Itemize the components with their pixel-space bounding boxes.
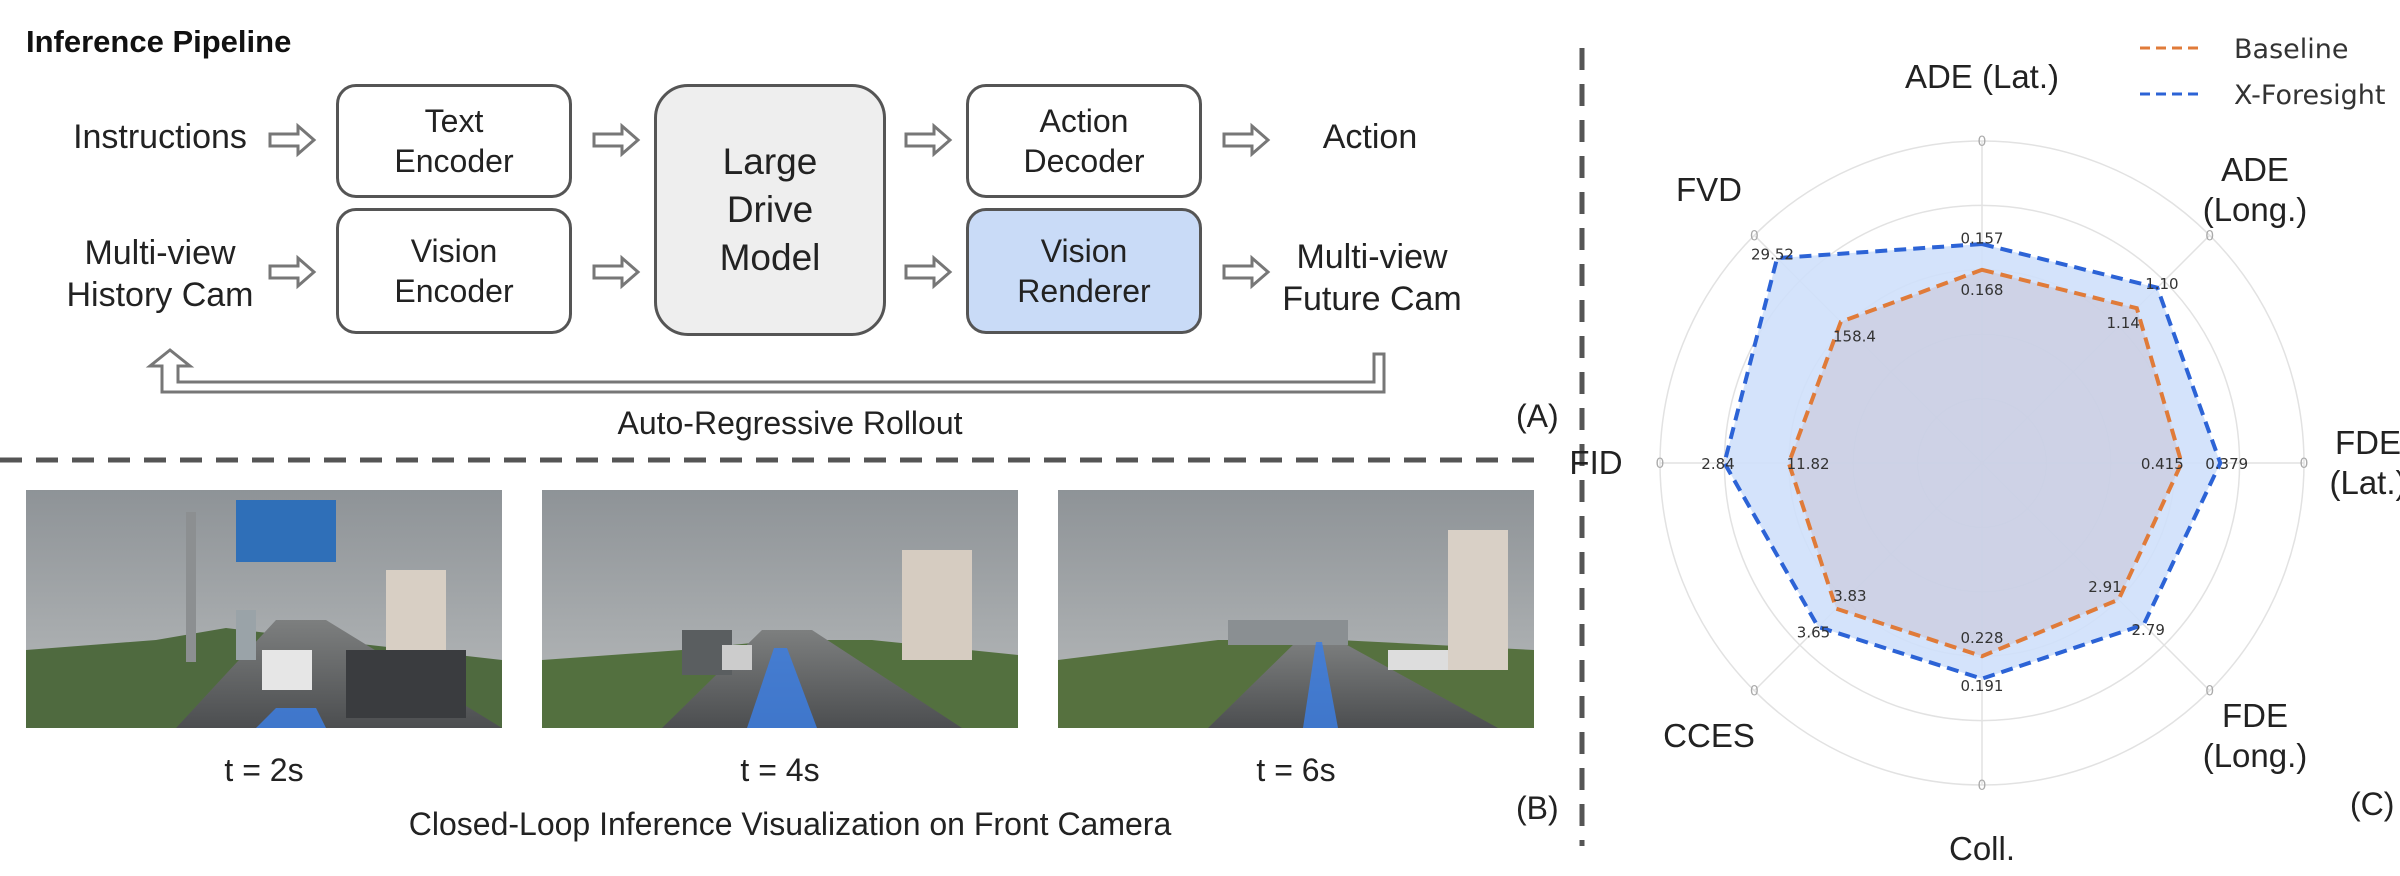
axis-label-4: FDE (Long.): [2202, 697, 2308, 774]
legend-label-xforesight: X-Foresight: [2234, 80, 2386, 111]
axis-tick-label-4: 0: [2205, 684, 2214, 700]
value-label-xforesight-6: 3.65: [1797, 624, 1830, 642]
value-label-xforesight-7: 2.84: [1701, 455, 1734, 473]
value-label-xforesight-1: 0.157: [1961, 230, 2004, 248]
arrow-model-to-renderer: [904, 254, 953, 290]
value-label-baseline-5: 0.228: [1961, 629, 2004, 647]
value-label-baseline-7: 11.82: [1787, 455, 1830, 473]
output-action: Action: [1322, 118, 1418, 156]
value-label-xforesight-4: 2.79: [2131, 621, 2164, 639]
axis-tick-label-6: 0: [1750, 684, 1759, 700]
axis-tick-label-5: 0: [1978, 778, 1987, 794]
axis-label-3: FDE (Lat.): [2329, 424, 2400, 501]
arrow-decoder-to-action: [1222, 122, 1271, 158]
input-instructions: Instructions: [73, 118, 247, 156]
text-encoder-box: Text Encoder: [336, 84, 572, 198]
axis-tick-label-2: 0: [2205, 228, 2214, 244]
legend-label-baseline: Baseline: [2234, 34, 2348, 65]
action-decoder-box: Action Decoder: [966, 84, 1202, 198]
series-area-baseline: [1788, 269, 2182, 657]
value-label-baseline-8: 158.4: [1833, 328, 1876, 346]
arrow-vision-to-model: [592, 254, 641, 290]
panel-c-tag: (C): [2350, 786, 2395, 822]
arrow-model-to-action: [904, 122, 953, 158]
value-label-xforesight-8: 29.52: [1751, 246, 1794, 264]
arrow-history-to-vision: [268, 254, 317, 290]
value-label-baseline-1: 0.168: [1961, 281, 2004, 299]
value-label-xforesight-5: 0.191: [1961, 677, 2004, 695]
rollout-label: Auto-Regressive Rollout: [617, 405, 963, 441]
value-label-baseline-3: 0.415: [2141, 455, 2184, 473]
axis-tick-label-8: 0: [1750, 228, 1759, 244]
frame-caption-1: t = 2s: [224, 752, 304, 788]
panel-a-tag: (A): [1516, 398, 1559, 434]
axis-label-7: FID: [1569, 444, 1623, 481]
flow-arrows: [145, 122, 1386, 394]
frame-photo-3: [1058, 490, 1534, 728]
radar-chart: 0.168 1.14 0.415 2.91 0.228 3.83 11.82 158.4 0.1…: [1656, 134, 2309, 794]
frame-photo-1: [26, 490, 502, 728]
axis-label-5: Coll.: [1948, 830, 2016, 867]
axis-tick-label-7: 0: [1656, 456, 1665, 472]
rollout-loop-arrow: [145, 348, 1386, 394]
arrow-text-to-model: [592, 122, 641, 158]
series-line-baseline: [1786, 267, 2184, 659]
value-label-xforesight-2: 1.10: [2145, 275, 2178, 293]
value-label-baseline-2: 1.14: [2106, 314, 2139, 332]
value-label-baseline-6: 3.83: [1833, 587, 1866, 605]
value-label-baseline-4: 2.91: [2088, 578, 2121, 596]
frame-caption-3: t = 6s: [1256, 752, 1336, 788]
axis-label-8: FVD: [1676, 171, 1742, 208]
vision-encoder-box: Vision Encoder: [336, 208, 572, 334]
large-drive-model-box: Large Drive Model: [654, 84, 886, 336]
panel-a-title: Inference Pipeline: [26, 24, 292, 59]
frame-caption-2: t = 4s: [740, 752, 820, 788]
panel-b-tag: (B): [1516, 790, 1559, 826]
vision-renderer-box: Vision Renderer: [966, 208, 1202, 334]
input-history-cam: Multi-view History Cam: [66, 234, 254, 314]
series-line-xforesight: [1722, 241, 2223, 681]
panel-b-title: Closed-Loop Inference Visualization on F…: [408, 806, 1172, 842]
arrow-instructions-to-text: [268, 122, 317, 158]
arrow-renderer-to-future: [1222, 254, 1271, 290]
axis-tick-label-1: 0: [1978, 134, 1987, 150]
axis-label-1: ADE (Lat.): [1904, 58, 2060, 95]
axis-label-2: ADE (Long.): [2202, 151, 2308, 228]
axis-label-6: CCES: [1663, 717, 1755, 754]
axis-tick-label-3: 0: [2300, 456, 2309, 472]
frame-photo-2: [542, 490, 1018, 728]
chart-legend: Baseline X-Foresight: [2140, 34, 2386, 111]
output-future-cam: Multi-view Future Cam: [1282, 238, 1462, 318]
value-label-xforesight-3: 0.379: [2205, 455, 2248, 473]
